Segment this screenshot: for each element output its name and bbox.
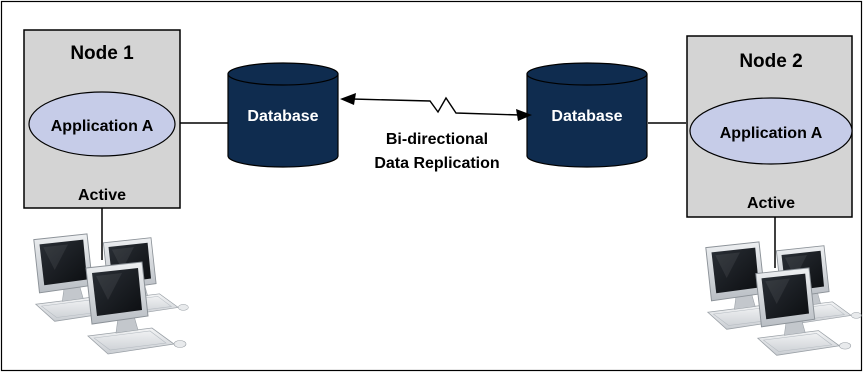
replication-label-line2: Data Replication	[374, 155, 499, 172]
node-1: Node 1 Application A Active	[23, 29, 181, 209]
database-left-label: Database	[247, 108, 318, 125]
computer-workstations-icon-right	[705, 241, 862, 356]
node-1-title: Node 1	[70, 43, 134, 64]
replication-label-line1: Bi-directional	[386, 131, 488, 148]
node-2-application	[689, 97, 853, 165]
node-2-application-label: Application A	[720, 125, 823, 142]
node-2-status: Active	[747, 195, 795, 212]
computer-workstations-icon-left	[33, 233, 189, 355]
database-right: Database	[526, 62, 648, 168]
node-1-application-label: Application A	[51, 118, 154, 135]
node-1-application	[28, 91, 176, 157]
node-2-title: Node 2	[739, 51, 802, 72]
node-1-status: Active	[78, 187, 126, 204]
replication-arrow	[340, 93, 532, 121]
database-left: Database	[227, 62, 339, 168]
database-right-label: Database	[551, 108, 622, 125]
node-2: Node 2 Application A Active	[686, 35, 853, 218]
